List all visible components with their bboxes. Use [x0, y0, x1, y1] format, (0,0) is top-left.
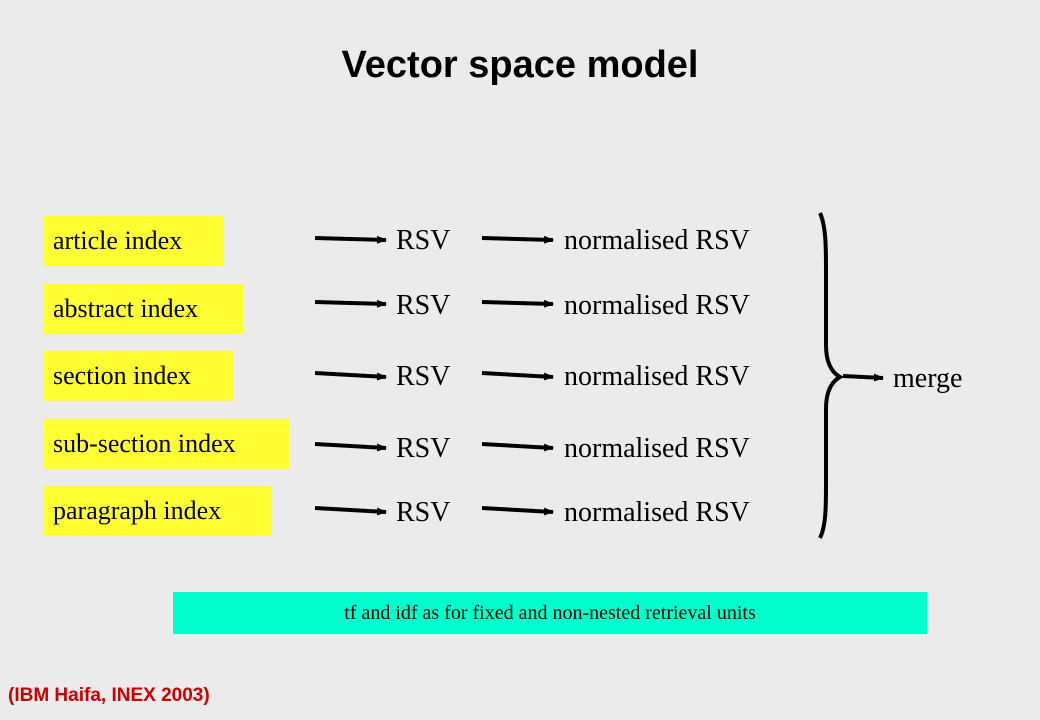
normalised-rsv-label: normalised RSV — [564, 225, 750, 256]
index-box-paragraph: paragraph index — [43, 486, 271, 536]
normalised-rsv-label: normalised RSV — [564, 361, 750, 392]
arrow-rsv-to-normalised — [481, 506, 554, 516]
index-box-article: article index — [43, 216, 223, 266]
arrow-index-to-rsv — [314, 442, 387, 452]
arrow-to-merge — [842, 373, 884, 382]
note-box: tf and idf as for fixed and non-nested r… — [173, 592, 927, 634]
arrow-rsv-to-normalised — [481, 235, 554, 244]
normalised-rsv-label: normalised RSV — [564, 290, 750, 321]
merge-brace — [818, 212, 845, 539]
merge-label: merge — [893, 363, 963, 394]
arrow-index-to-rsv — [314, 371, 387, 381]
rsv-label: RSV — [396, 290, 451, 321]
index-box-section: section index — [43, 351, 233, 401]
rsv-label: RSV — [396, 433, 451, 464]
index-box-sub-section: sub-section index — [43, 419, 289, 469]
normalised-rsv-label: normalised RSV — [564, 497, 750, 528]
rsv-label: RSV — [396, 497, 451, 528]
rsv-label: RSV — [396, 361, 451, 392]
source-citation: (IBM Haifa, INEX 2003) — [8, 685, 210, 706]
arrow-index-to-rsv — [314, 235, 387, 244]
arrow-index-to-rsv — [314, 506, 387, 516]
rsv-label: RSV — [396, 225, 451, 256]
arrow-index-to-rsv — [314, 299, 387, 308]
index-box-abstract: abstract index — [43, 284, 243, 334]
arrow-rsv-to-normalised — [481, 299, 554, 308]
arrow-rsv-to-normalised — [481, 442, 554, 452]
slide-title: Vector space model — [341, 44, 699, 86]
arrow-rsv-to-normalised — [481, 371, 554, 381]
normalised-rsv-label: normalised RSV — [564, 433, 750, 464]
